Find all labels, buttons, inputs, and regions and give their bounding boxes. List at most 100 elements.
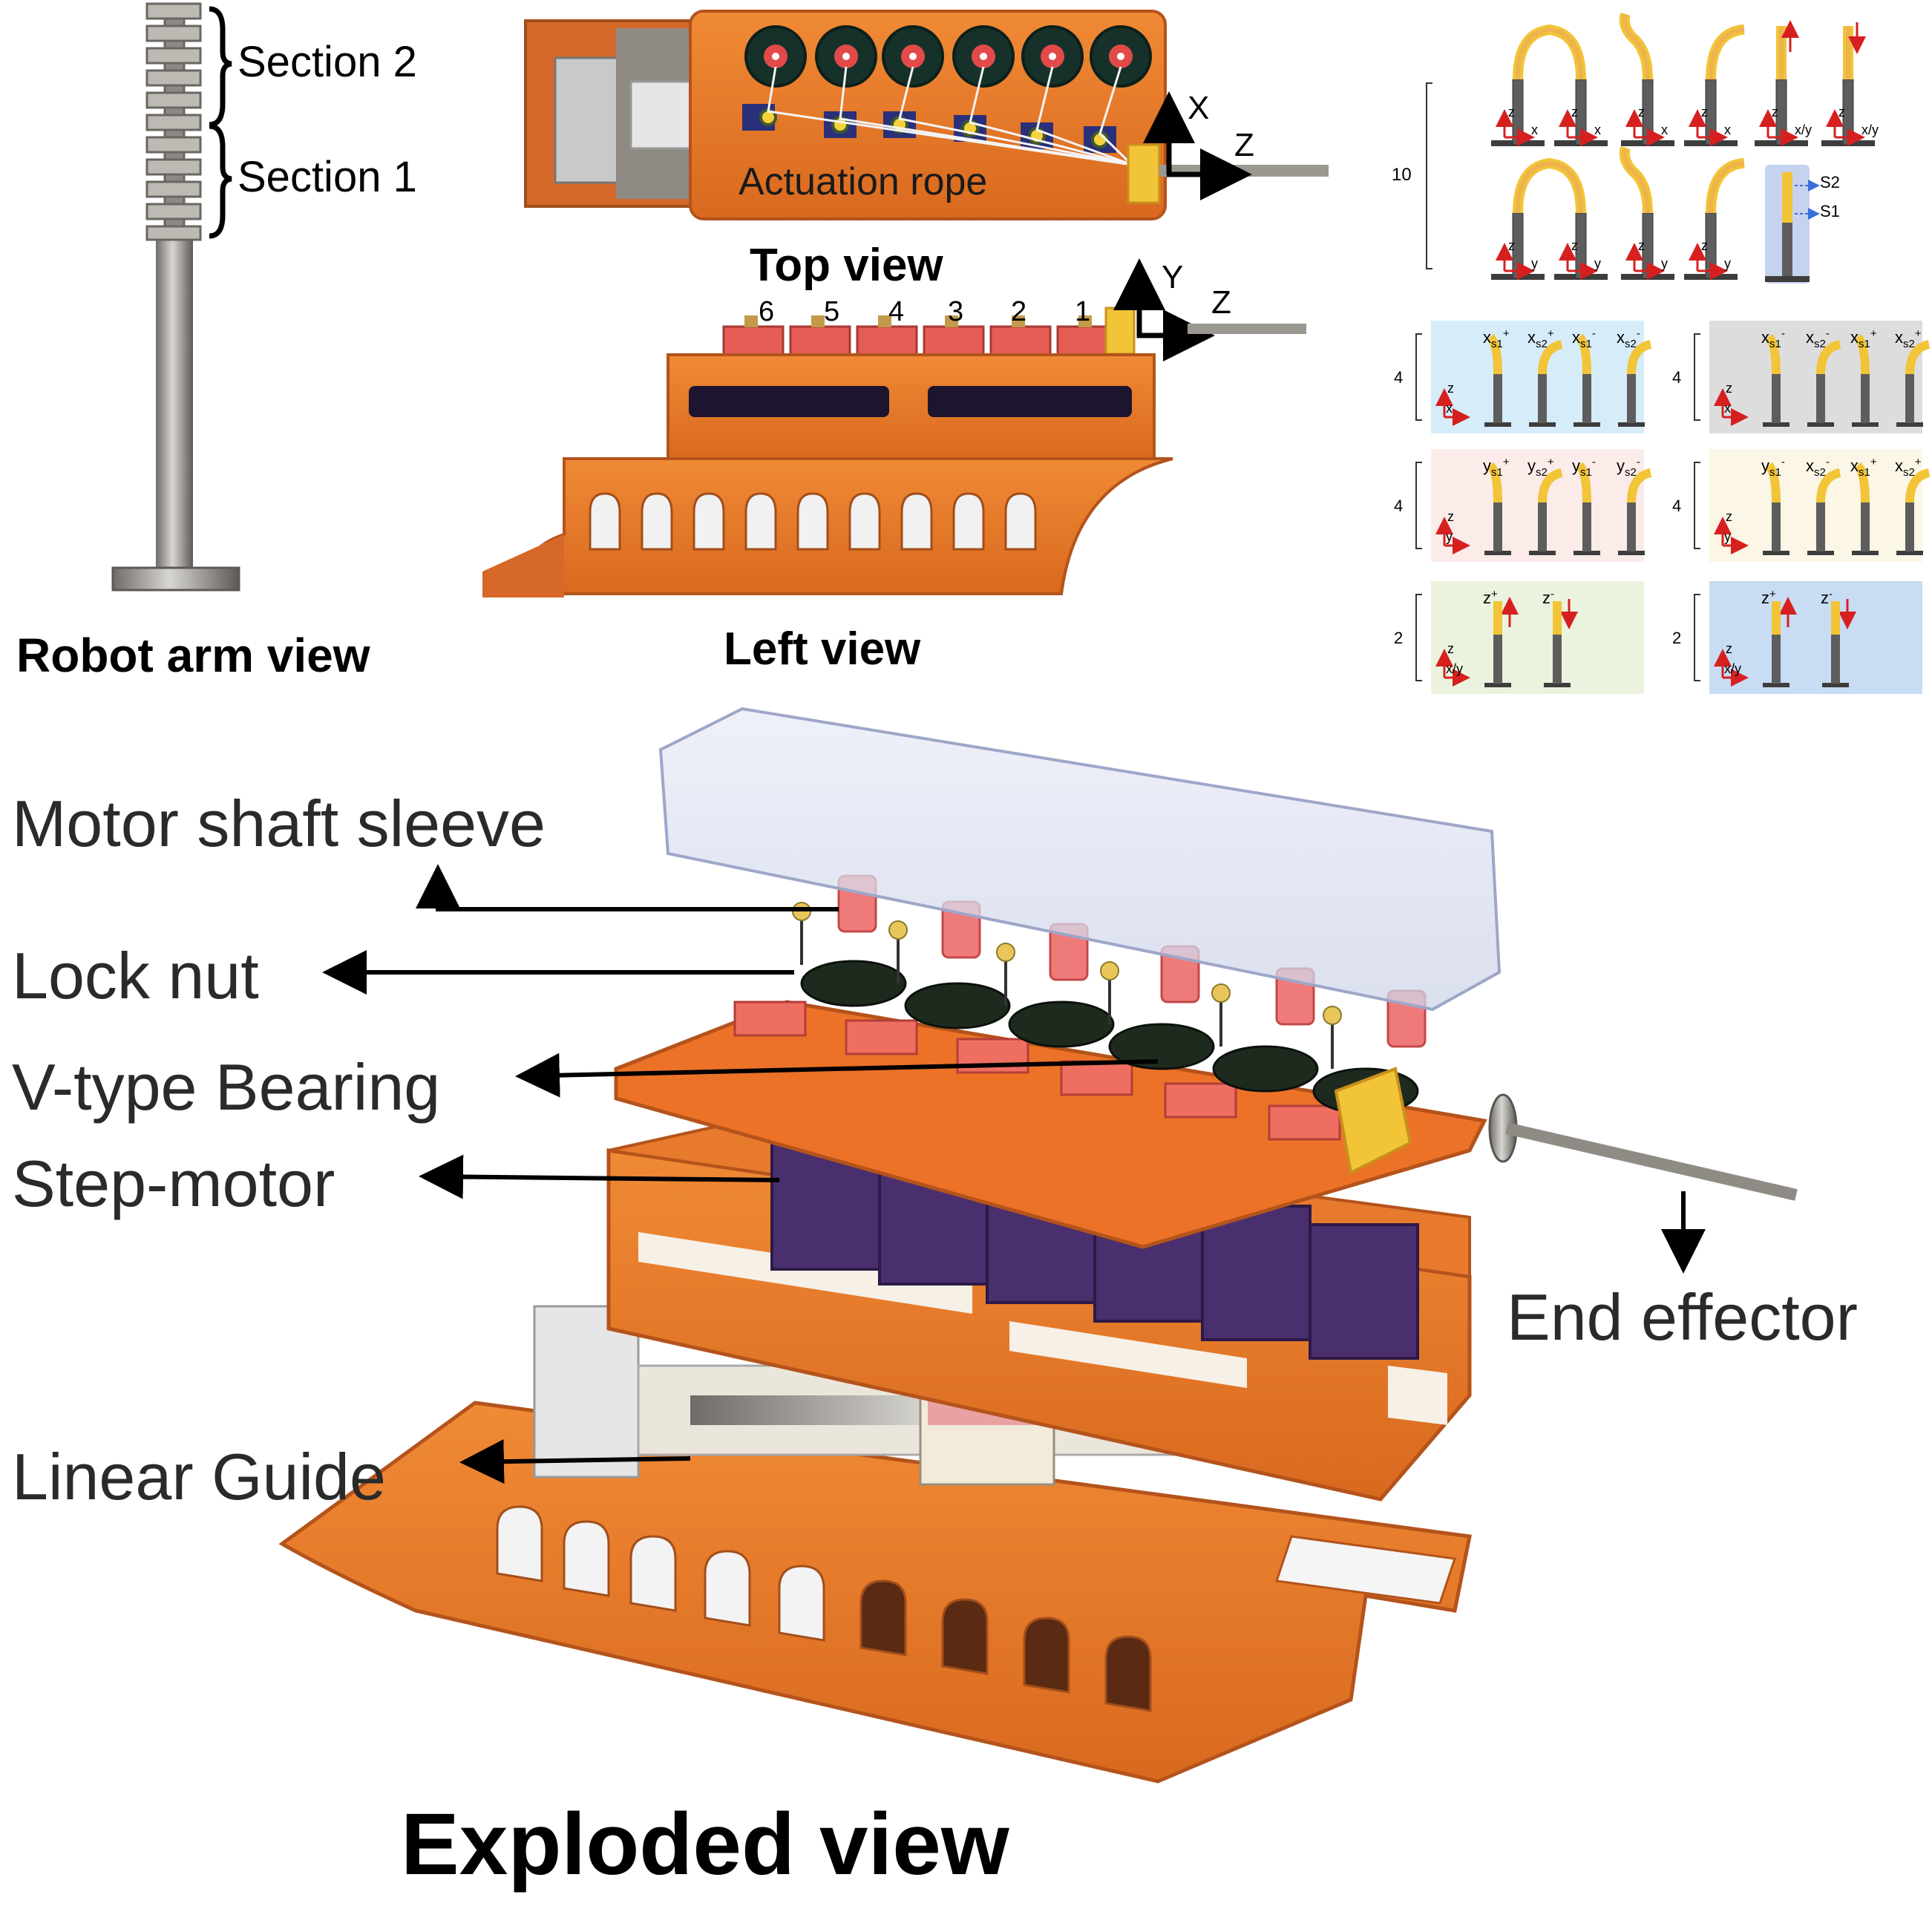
top-axis-x-label: X — [1188, 90, 1209, 126]
pose-row1-ext-1: zx/y — [1821, 22, 1879, 146]
panel-axis-z: z — [1447, 381, 1454, 396]
bearing-blocks — [733, 1001, 1341, 1141]
left-view: 6 5 4 3 2 1 Y Z Left view — [482, 258, 1306, 675]
arm-rod — [156, 238, 193, 572]
pose-axis-h: y — [1531, 256, 1538, 271]
panel-pose-label: xs2+ — [1527, 327, 1554, 350]
actuation-rope-label: Actuation rope — [739, 160, 987, 203]
panel-pose-label: xs2+ — [1895, 456, 1922, 479]
panel-axis-h: x/y — [1724, 661, 1741, 676]
robot-arm-caption: Robot arm view — [16, 629, 370, 682]
count-10: 10 — [1392, 165, 1412, 185]
pose-axis-h: x — [1594, 122, 1601, 137]
panel-pose-label: xs2- — [1806, 456, 1830, 479]
panel-pose-label: ys1- — [1761, 456, 1785, 479]
s2-label: S2 — [1820, 173, 1840, 191]
pose-axis-z: z — [1571, 105, 1578, 119]
pose-grid: 10 S2 S1 zxzxzxzxzx/yzx/yzyzyzyzy4zxxs1+… — [1392, 12, 1931, 694]
pose-axis-z: z — [1571, 238, 1578, 253]
pose-axis-z: z — [1638, 105, 1645, 119]
svg-text:2: 2 — [1011, 296, 1026, 327]
svg-text:4: 4 — [888, 296, 904, 327]
label-linear-guide: Linear Guide — [12, 1440, 386, 1513]
panel-count: 2 — [1394, 629, 1403, 647]
label-motor-shaft-sleeve: Motor shaft sleeve — [12, 787, 546, 860]
pose-row1-ext-0: zx/y — [1755, 20, 1812, 146]
svg-text:6: 6 — [759, 296, 774, 327]
top-view-motors — [744, 25, 1152, 88]
panel-pose-label: ys1+ — [1483, 456, 1510, 479]
panel-axis-h: x/y — [1446, 661, 1463, 676]
panel-axis-h: y — [1724, 529, 1731, 544]
top-view-caption: Top view — [750, 240, 943, 291]
panel-pose-label: xs2- — [1617, 327, 1640, 350]
section2-label: Section 2 — [238, 38, 417, 86]
lock-nuts — [800, 913, 1334, 1069]
panel-pose-label: xs1- — [1761, 327, 1785, 350]
actuation-ropes — [767, 66, 1133, 166]
pose-row2-0: zy — [1491, 157, 1552, 280]
panel-count: 4 — [1394, 497, 1403, 515]
cover-box — [658, 707, 1502, 1012]
robot-arm-view: Section 2 Section 1 Robot arm view — [16, 2, 417, 682]
left-view-arches — [589, 492, 1037, 551]
pose-panel-5: 2zx/yz+z- — [1672, 581, 1922, 694]
top-view: Actuation rope X Z Top view — [524, 10, 1329, 291]
arm-base — [111, 566, 240, 592]
left-axis-y-label: Y — [1162, 259, 1183, 295]
pose-axis-h: x — [1724, 122, 1731, 137]
pose-axis-h: y — [1661, 256, 1668, 271]
leader-lines — [322, 864, 1706, 1484]
panel-count: 4 — [1394, 368, 1403, 387]
section1-brace — [209, 123, 232, 239]
pose-panel-3: 4 zy ys1- xs2- xs1+ xs2+ — [1672, 449, 1931, 562]
panel-axis-h: x — [1724, 401, 1731, 416]
pose-row2-3: zy — [1684, 157, 1745, 280]
panel-pose-label: xs1+ — [1850, 456, 1877, 479]
pose-axis-z: z — [1508, 105, 1515, 119]
label-lock-nut: Lock nut — [12, 939, 259, 1012]
pose-axis-z: z — [1508, 238, 1515, 253]
pose-row2-1: zy — [1547, 157, 1608, 280]
pose-axis-z: z — [1638, 238, 1645, 253]
pose-axis-h: x/y — [1861, 122, 1879, 137]
panel-count: 4 — [1672, 497, 1681, 515]
pose-panel-4: 2zx/yz+z- — [1394, 581, 1644, 694]
panel-axis-z: z — [1447, 641, 1454, 656]
label-step-motor: Step-motor — [12, 1147, 335, 1220]
pose-row1-3: zx — [1684, 24, 1745, 146]
panel-axis-h: x — [1446, 401, 1453, 416]
end-effector — [1488, 1093, 1798, 1201]
svg-text:1: 1 — [1075, 296, 1090, 327]
pose-axis-h: x/y — [1795, 122, 1812, 137]
pose-axis-z: z — [1701, 238, 1708, 253]
section1-label: Section 1 — [238, 153, 417, 201]
pose-axis-h: y — [1594, 256, 1601, 271]
arm-segments — [145, 2, 202, 241]
svg-text:5: 5 — [824, 296, 839, 327]
panel-pose-label: z- — [1821, 588, 1833, 607]
panel-axis-h: y — [1446, 529, 1453, 544]
pose-row1-2: zx — [1619, 12, 1674, 146]
bracket-10 — [1426, 82, 1432, 269]
panel-count: 4 — [1672, 368, 1681, 387]
left-view-caption: Left view — [724, 623, 921, 675]
s1-label: S1 — [1820, 202, 1840, 220]
panel-axis-z: z — [1726, 509, 1732, 524]
panel-axis-z: z — [1726, 641, 1732, 656]
pose-row1-0: zx — [1491, 24, 1552, 146]
panel-pose-label: z+ — [1761, 588, 1776, 607]
panel-pose-label: ys1- — [1572, 456, 1596, 479]
panel-pose-label: ys2+ — [1527, 456, 1554, 479]
panel-axis-z: z — [1726, 381, 1732, 396]
top-axis-z-label: Z — [1234, 127, 1254, 163]
label-v-type-bearing: V-type Bearing — [12, 1050, 440, 1124]
section2-brace — [209, 6, 232, 128]
left-view-motor-numbers: 6 5 4 3 2 1 — [759, 296, 1090, 327]
exploded-view: Motor shaft sleeve Lock nut V-type Beari… — [12, 707, 1858, 1893]
pose-row2-2: zy — [1619, 145, 1674, 280]
